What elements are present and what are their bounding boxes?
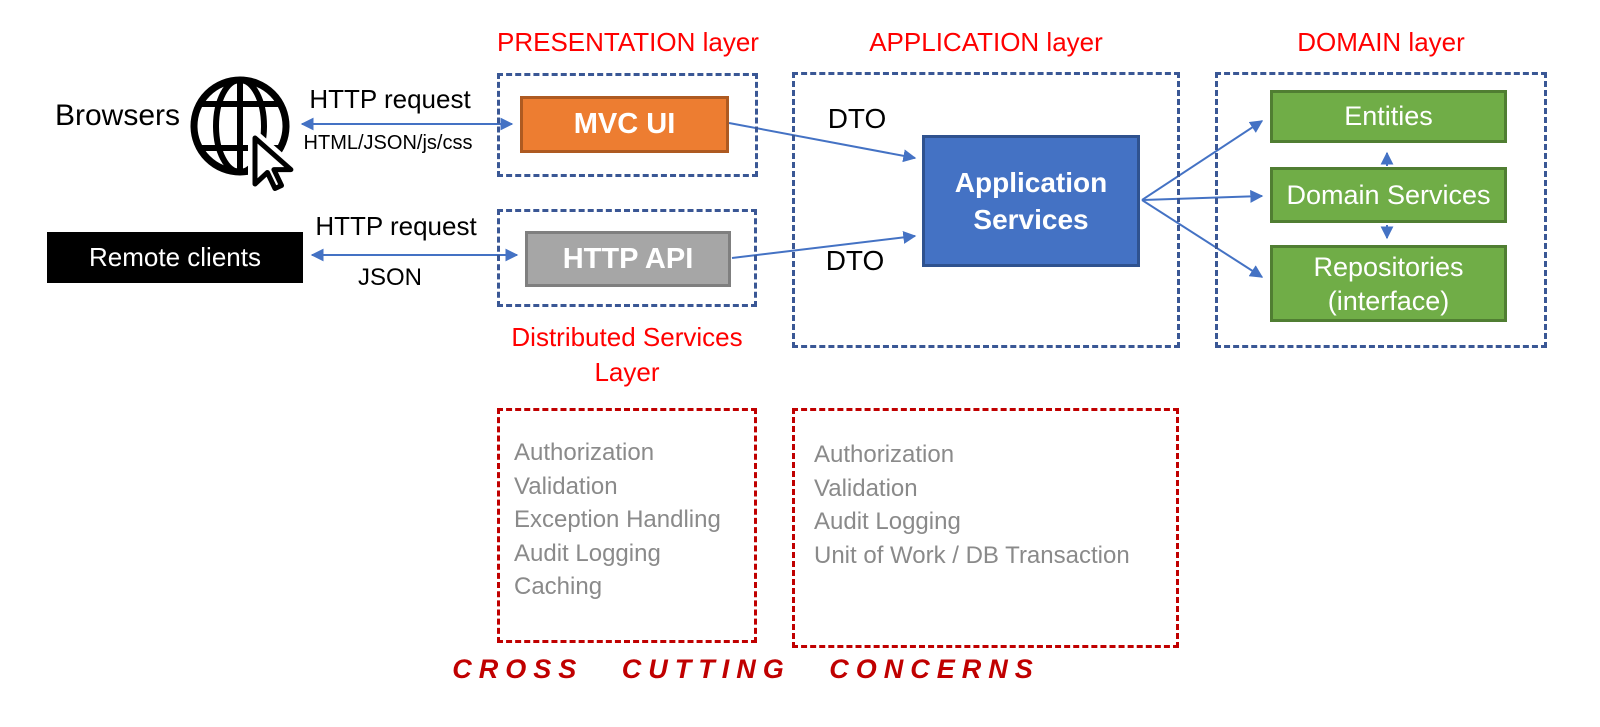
application-layer-box (792, 72, 1180, 348)
remote-clients-label: Remote clients (89, 242, 261, 272)
repositories-box: Repositories (interface) (1270, 245, 1507, 322)
concern-item: Audit Logging (814, 508, 961, 535)
concern-item: Exception Handling (514, 506, 721, 533)
presentation-layer-box (497, 73, 758, 177)
cross-cutting-concerns-title: CROSS CUTTING CONCERNS (452, 654, 1040, 684)
json-label: JSON (357, 264, 422, 291)
concern-item: Audit Logging (514, 539, 661, 567)
dto-bottom-label: DTO (825, 245, 885, 276)
repositories-label-line2: (interface) (1327, 285, 1450, 316)
concern-item: Validation (514, 472, 618, 500)
concern-item: Authorization (814, 441, 955, 468)
application-layer-title: APPLICATION layer (869, 27, 1103, 57)
http-api-box: HTTP API (525, 231, 731, 287)
browsers-label: Browsers (55, 99, 181, 132)
mvc-ui-label: MVC UI (573, 108, 676, 140)
repositories-label-line1: Repositories (1313, 251, 1464, 282)
cursor-icon (248, 131, 298, 194)
remote-clients-box: Remote clients (47, 232, 303, 283)
distributed-services-layer-box (497, 209, 757, 307)
presentation-layer-title: PRESENTATION layer (497, 27, 759, 57)
entities-box: Entities (1270, 90, 1507, 143)
domain-layer-box (1215, 72, 1547, 348)
application-services-box: Application Services (922, 135, 1140, 267)
application-concerns-box (792, 408, 1179, 648)
domain-layer-title: DOMAIN layer (1297, 27, 1465, 57)
http-api-label: HTTP API (562, 242, 694, 275)
concern-item: Caching (514, 573, 603, 600)
concern-item: Authorization (514, 439, 655, 466)
application-services-label-line2: Services (973, 204, 1089, 235)
distributed-services-title-line1: Distributed Services (511, 322, 743, 352)
concern-item: Unit of Work / DB Transaction (814, 541, 1130, 569)
mvc-ui-box: MVC UI (520, 96, 729, 153)
domain-services-label: Domain Services (1286, 179, 1491, 210)
dto-top-label: DTO (827, 103, 887, 134)
application-services-label-line1: Application (954, 167, 1108, 198)
html-json-js-css-label: HTML/JSON/js/css (303, 132, 473, 154)
globe-browser-icon (190, 76, 298, 194)
distributed-services-title-line2: Layer (594, 357, 660, 387)
domain-services-box: Domain Services (1270, 167, 1507, 223)
http-request-bottom-label: HTTP request (315, 211, 477, 241)
concern-item: Validation (814, 474, 918, 502)
entities-label: Entities (1344, 101, 1433, 131)
http-request-top-label: HTTP request (309, 84, 471, 114)
distributed-concerns-box (497, 408, 757, 643)
